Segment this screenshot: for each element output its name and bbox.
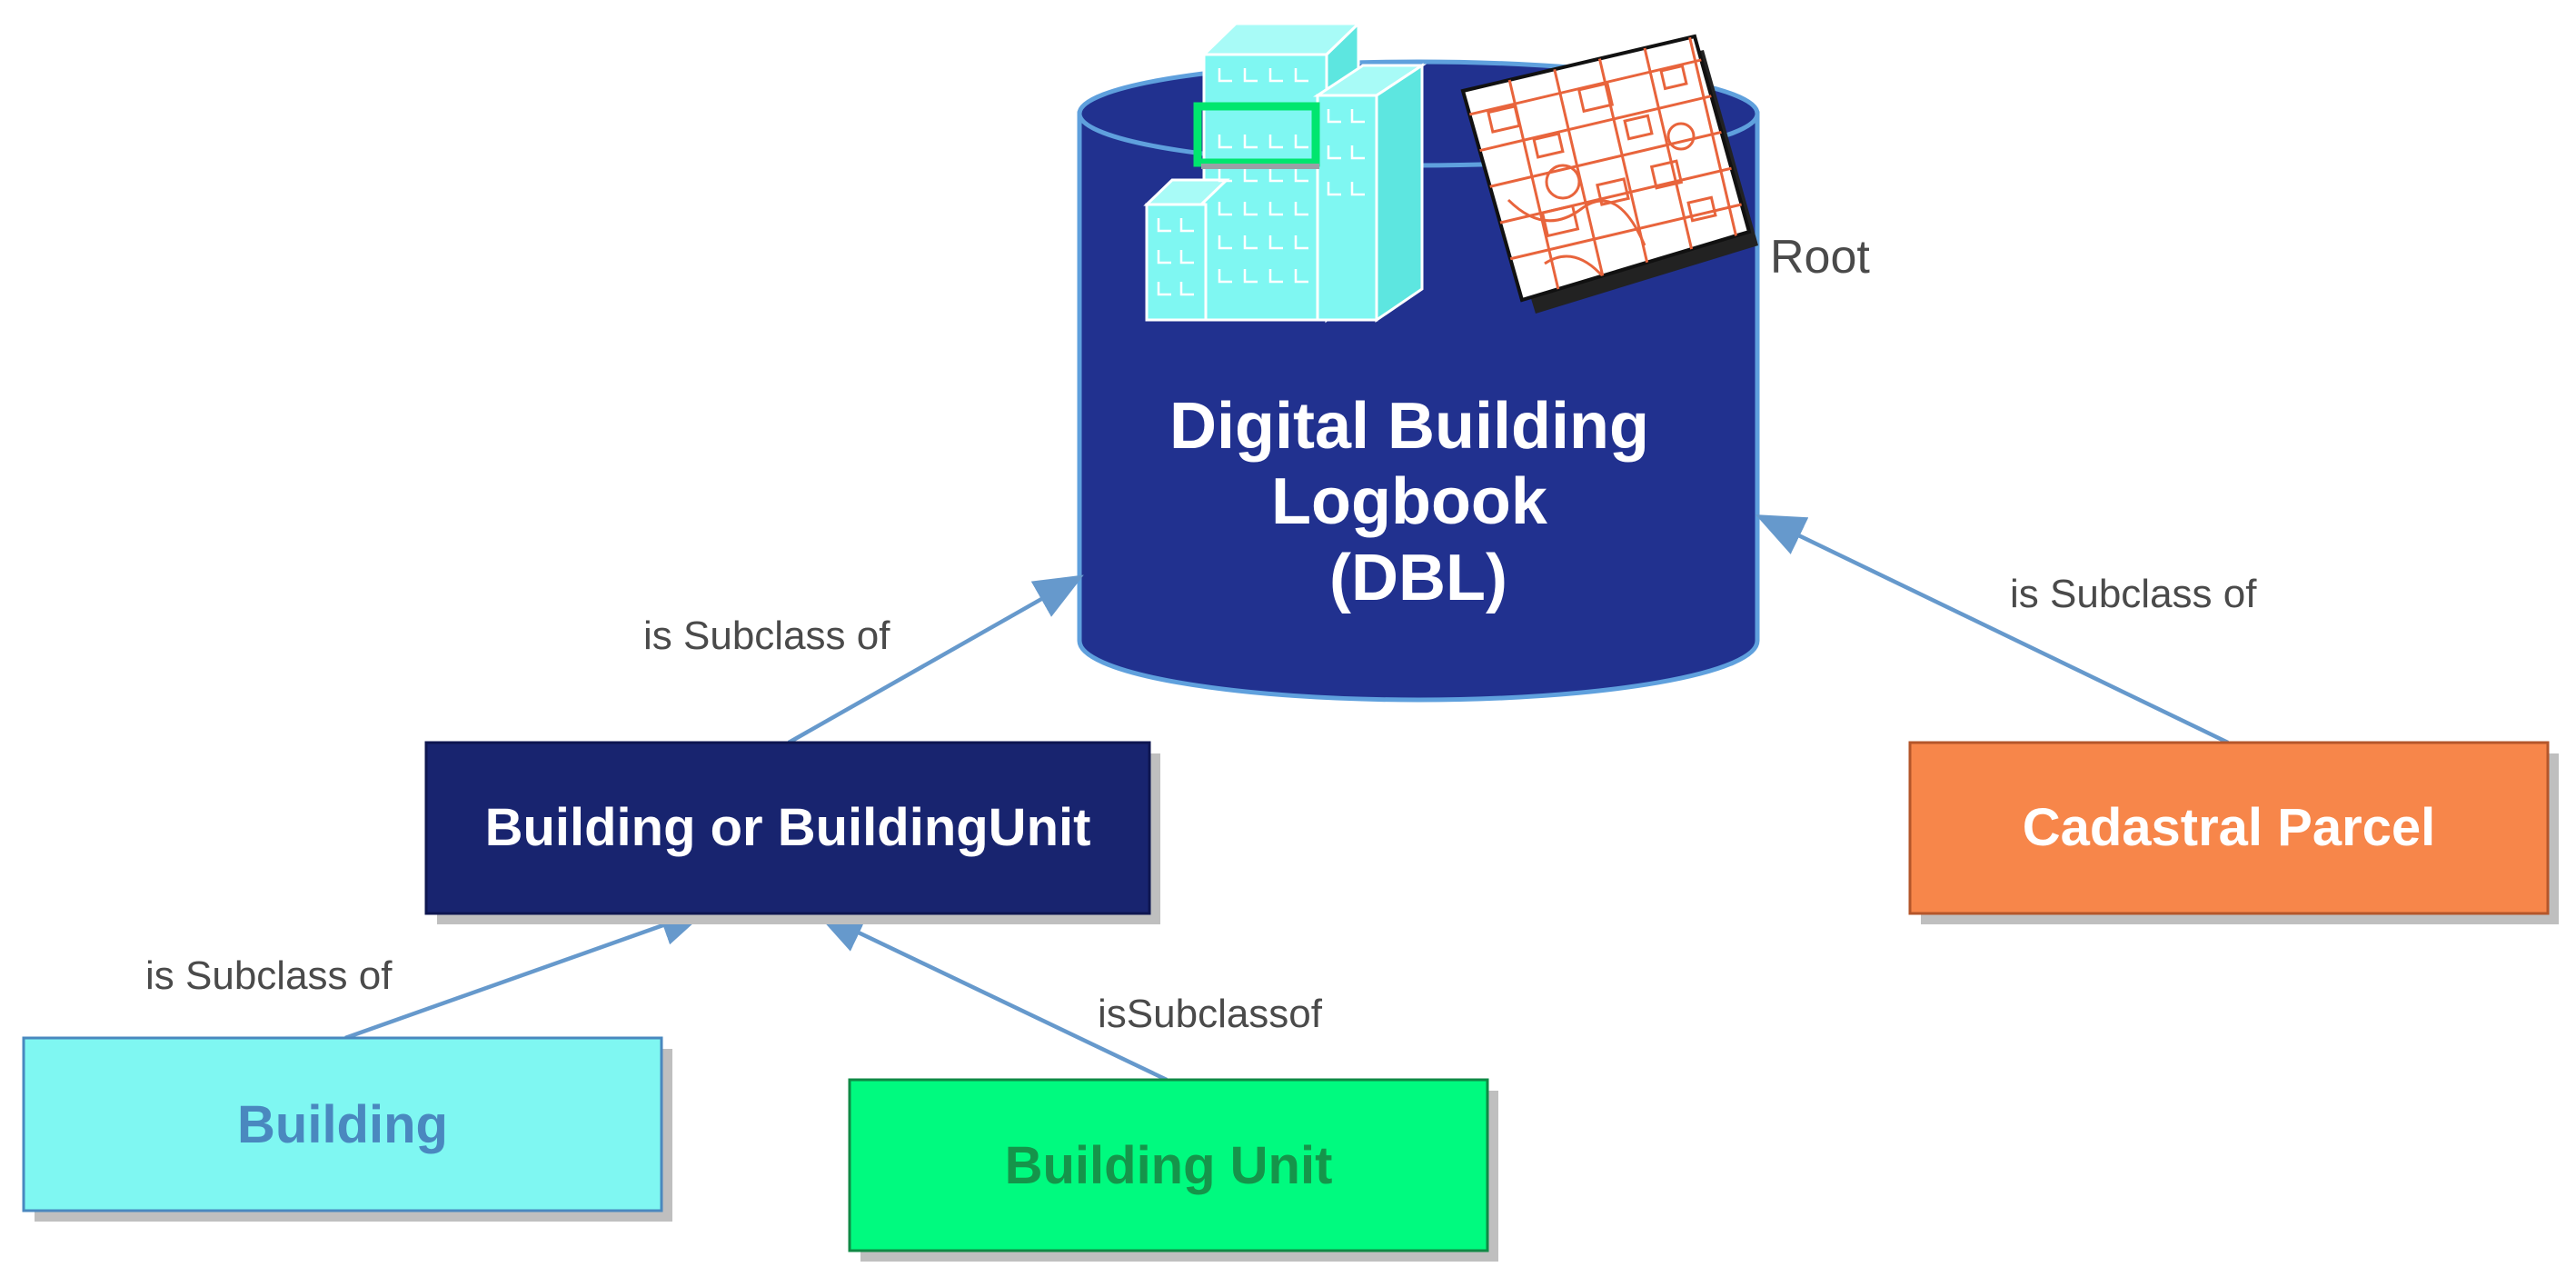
edge-label-parcel-to-dbl: is Subclass of <box>2010 572 2257 616</box>
box-label-building-unit: Building Unit <box>1005 1136 1333 1195</box>
dbl-title: Digital Building Logbook (DBL) <box>1169 390 1667 614</box>
edge-label-bu-to-dbl: is Subclass of <box>643 614 890 658</box>
edge-bu-to-dbl <box>787 574 1084 744</box>
edge-unit-to-bu <box>814 912 1168 1082</box>
box-building-or-buildingunit[interactable]: Building or BuildingUnit <box>424 741 1160 924</box>
box-building[interactable]: Building <box>22 1036 672 1222</box>
edge-parcel-to-dbl <box>1755 514 2229 745</box>
box-label-building: Building <box>237 1095 448 1154</box>
cadastral-map-icon <box>1460 34 1758 314</box>
root-label: Root <box>1770 231 1870 284</box>
box-label-cadastral-parcel: Cadastral Parcel <box>2023 798 2436 857</box>
box-label-building-or-buildingunit: Building or BuildingUnit <box>485 798 1091 857</box>
edge-label-unit-to-bu: isSubclassof <box>1098 992 1323 1036</box>
box-cadastral-parcel[interactable]: Cadastral Parcel <box>1908 741 2559 924</box>
box-building-unit[interactable]: Building Unit <box>848 1078 1498 1262</box>
edge-building-to-bu <box>344 905 710 1041</box>
edge-label-building-to-bu: is Subclass of <box>145 953 393 998</box>
buildings-icon <box>1143 20 1427 324</box>
